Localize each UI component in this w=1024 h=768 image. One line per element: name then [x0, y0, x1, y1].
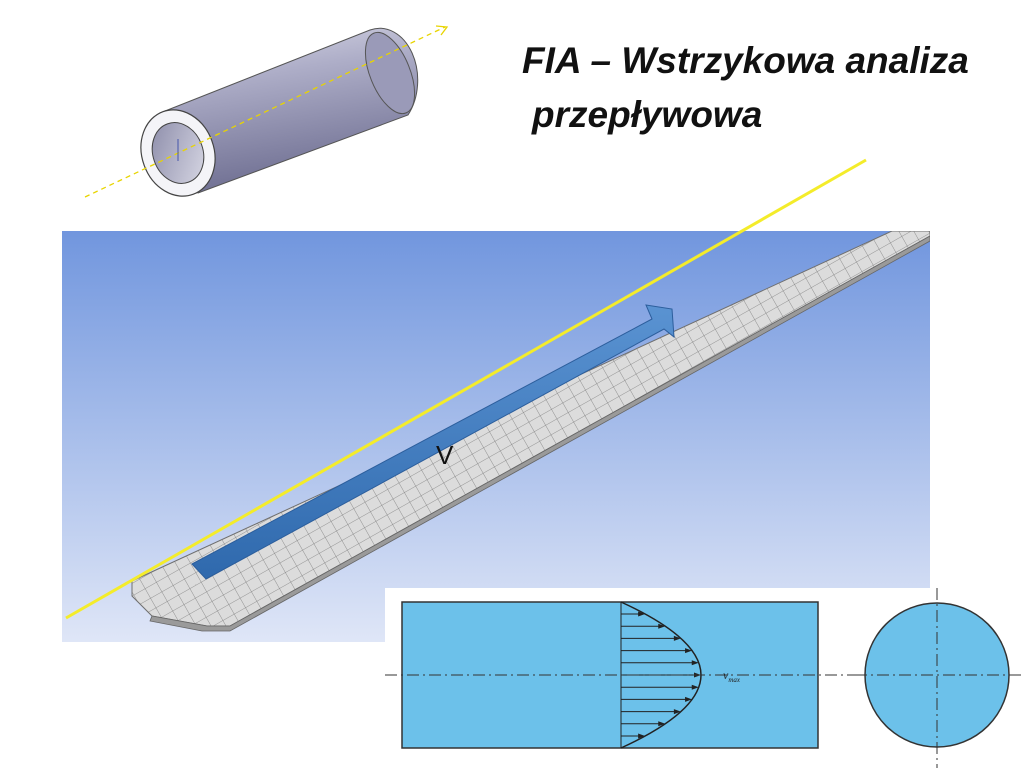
vmax-sub: max — [728, 676, 741, 684]
yellow-axis-line — [65, 158, 867, 620]
tube-illustration — [84, 25, 449, 198]
axis-arrowhead — [435, 25, 449, 36]
profile-arrow-head — [673, 635, 681, 641]
title-line-2: przepływowa — [532, 94, 763, 135]
profile-arrow-head — [691, 684, 699, 690]
velocity-label: V — [436, 440, 454, 470]
profile-arrow-head — [658, 721, 666, 727]
profile-arrow-head — [673, 709, 681, 715]
profile-arrow-head — [638, 611, 646, 617]
profile-arrow-head — [685, 648, 693, 654]
slide-title: FIA – Wstrzykowa analiza przepływowa — [522, 34, 969, 142]
flow-direction-arrow — [191, 304, 675, 580]
mesh-slab-edge — [149, 235, 930, 632]
profile-arrow-head — [638, 733, 646, 739]
profile-arrow-head — [691, 660, 699, 666]
vmax-label: vmax — [723, 668, 741, 684]
tube-body — [159, 27, 419, 194]
profile-arrow-head — [685, 696, 693, 702]
title-line-1: FIA – Wstrzykowa analiza — [522, 40, 969, 81]
simulation-mesh-panel — [62, 231, 930, 642]
profile-arrow-head — [658, 623, 666, 629]
velocity-profile-diagram: vmax — [385, 588, 1024, 768]
tube-axis-line — [84, 26, 446, 198]
vmax-main: v — [723, 668, 729, 682]
